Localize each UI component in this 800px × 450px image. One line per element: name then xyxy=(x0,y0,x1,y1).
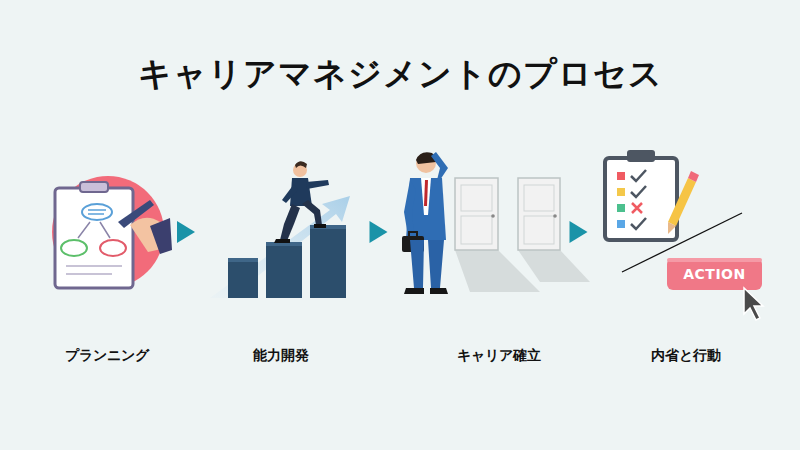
step-label: 能力開発 xyxy=(253,347,309,365)
planning-illustration xyxy=(52,176,172,288)
stairs-illustration xyxy=(210,161,350,298)
step-label: プランニング xyxy=(65,347,149,365)
step-arrow xyxy=(362,221,395,243)
action-button-label: ACTION xyxy=(667,260,762,288)
diagram-title: キャリアマネジメントのプロセス xyxy=(0,52,800,97)
checklist-illustration xyxy=(605,150,763,320)
step-arrow xyxy=(172,221,200,243)
process-step: プランニング xyxy=(40,150,172,365)
process-step: キャリア確立 xyxy=(395,150,565,365)
process-step: 能力開発 xyxy=(200,150,362,365)
step-arrow xyxy=(565,221,592,243)
step-label: 内省と行動 xyxy=(651,347,721,365)
step-label: キャリア確立 xyxy=(457,347,541,365)
process-step: 内省と行動 xyxy=(592,150,780,365)
doors-illustration xyxy=(402,152,590,294)
